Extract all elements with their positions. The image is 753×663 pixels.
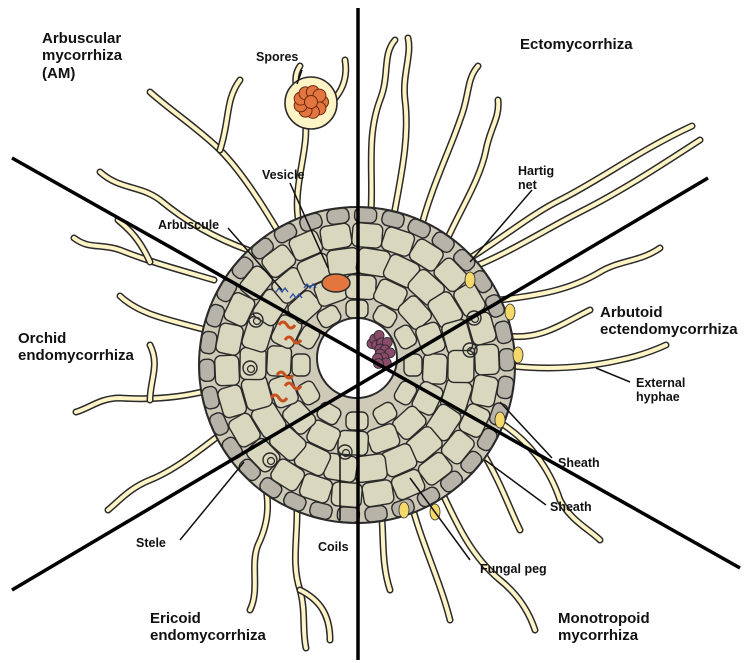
label-vesicle: Vesicle	[262, 168, 304, 182]
label-ericoid-endomycorrhiza: Ericoid endomycorrhiza	[150, 610, 266, 645]
cortex-cell	[474, 344, 499, 375]
label-ectomycorrhiza: Ectomycorrhiza	[520, 36, 633, 53]
cortex-cell	[200, 331, 218, 355]
cortex-cell	[351, 222, 383, 248]
cortex-cell	[499, 349, 515, 372]
cortex-cell	[292, 354, 310, 376]
label-fungal-peg: Fungal peg	[480, 562, 547, 576]
label-monotropoid-mycorrhiza: Monotropoid mycorrhiza	[558, 610, 650, 645]
leader-external	[596, 368, 630, 382]
hypha-entry	[495, 412, 505, 428]
label-coils: Coils	[318, 540, 349, 554]
label-external-hyphae: External hyphae	[636, 376, 685, 405]
label-sheath-lower: Sheath	[550, 500, 592, 514]
hypha-core	[440, 488, 535, 630]
label-hartig-net: Hartig net	[518, 164, 554, 193]
leader-sheath-lower	[485, 460, 546, 505]
hypha-outline	[508, 310, 590, 337]
cortex-cell	[214, 355, 239, 386]
label-arbutoid-ectendomycorrhiza: Arbutoid ectendomycorrhiza	[600, 304, 738, 339]
label-spores: Spores	[256, 50, 298, 64]
cortex-cell	[448, 350, 474, 382]
hypha-entry	[465, 272, 475, 288]
cortex-cell	[496, 375, 514, 399]
hypha-core	[120, 296, 206, 330]
leader-stele	[180, 462, 244, 540]
hypha-entry	[399, 502, 409, 518]
hypha-outline	[150, 92, 282, 238]
cortex-cell	[364, 505, 388, 523]
hypha-core	[420, 66, 478, 232]
cortex-cell	[422, 353, 447, 384]
hypha-core	[410, 498, 450, 620]
label-arbuscular-mycorrhiza: Arbuscular mycorrhiza (AM)	[42, 30, 122, 82]
spore	[305, 96, 318, 109]
label-orchid-endomycorrhiza: Orchid endomycorrhiza	[18, 330, 134, 365]
cortex-cell	[319, 222, 352, 251]
cortex-cell	[361, 479, 394, 508]
vesicle	[322, 274, 350, 292]
label-stele: Stele	[136, 536, 166, 550]
label-arbuscule: Arbuscule	[158, 218, 219, 232]
cortex-cell	[345, 274, 376, 299]
hypha-entry	[513, 347, 523, 363]
cortex-cell	[199, 359, 215, 382]
cortex-cell	[326, 207, 350, 225]
hypha-outline	[440, 488, 535, 630]
hypha-outline	[446, 100, 498, 242]
hypha-entry	[505, 304, 515, 320]
hypha-core	[150, 92, 282, 238]
label-sheath-upper: Sheath	[558, 456, 600, 470]
cortex-cell	[326, 247, 361, 277]
